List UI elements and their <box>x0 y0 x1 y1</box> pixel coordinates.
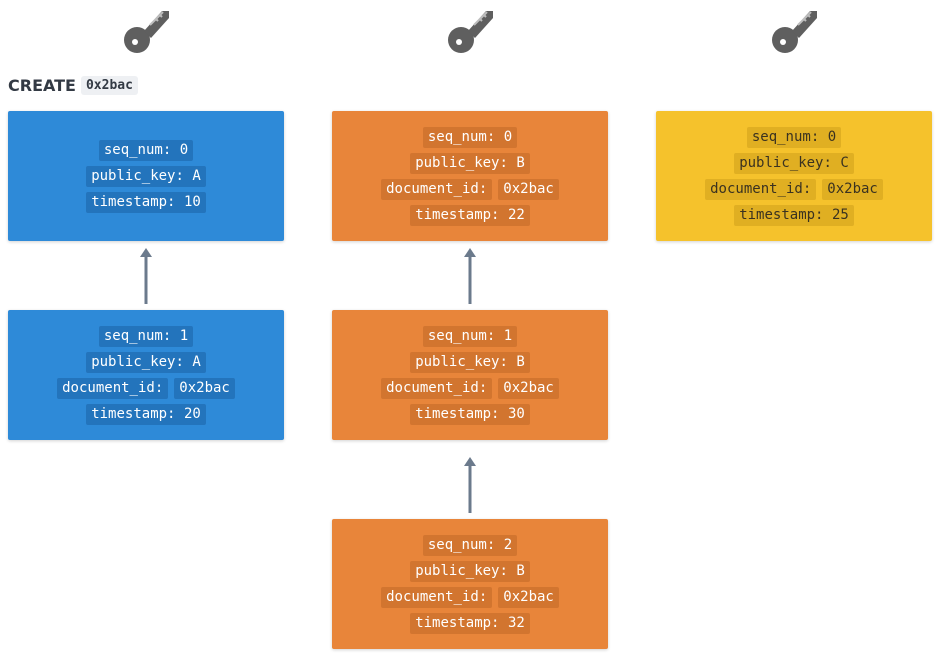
entry-card-a-1: seq_num: 1 public_key: A document_id: 0x… <box>8 310 284 440</box>
document-id-value: 0x2bac <box>174 377 235 399</box>
document-id-label: document_id: <box>705 178 817 200</box>
document-id-value: 0x2bac <box>498 178 559 200</box>
seq-num-field: seq_num: 1 <box>98 325 194 347</box>
seq-num-field: seq_num: 1 <box>422 325 518 347</box>
timestamp-field: timestamp: 22 <box>410 204 530 226</box>
timestamp-field: timestamp: 25 <box>734 204 854 226</box>
timestamp-field: timestamp: 32 <box>410 612 530 634</box>
public-key-field: public_key: B <box>410 351 530 373</box>
timestamp-field: timestamp: 30 <box>410 403 530 425</box>
public-key-field: public_key: A <box>86 351 206 373</box>
entry-card-a-0: seq_num: 0 public_key: A timestamp: 10 <box>8 111 284 241</box>
link-arrow <box>464 457 476 513</box>
document-id-label: document_id: <box>57 377 169 399</box>
entry-card-c-0: seq_num: 0 public_key: C document_id: 0x… <box>656 111 932 241</box>
timestamp-field: timestamp: 10 <box>86 191 206 213</box>
link-arrow <box>464 248 476 304</box>
public-key-field: public_key: A <box>86 165 206 187</box>
seq-num-field: seq_num: 0 <box>746 126 842 148</box>
key-icon <box>124 11 169 53</box>
document-id-label: document_id: <box>381 586 493 608</box>
entry-card-b-1: seq_num: 1 public_key: B document_id: 0x… <box>332 310 608 440</box>
public-key-field: public_key: C <box>734 152 854 174</box>
public-key-field: public_key: B <box>410 152 530 174</box>
document-id-value: 0x2bac <box>498 377 559 399</box>
seq-num-field: seq_num: 0 <box>422 126 518 148</box>
timestamp-field: timestamp: 20 <box>86 403 206 425</box>
document-id-value: 0x2bac <box>822 178 883 200</box>
entry-card-b-2: seq_num: 2 public_key: B document_id: 0x… <box>332 519 608 649</box>
seq-num-field: seq_num: 2 <box>422 534 518 556</box>
entry-card-b-0: seq_num: 0 public_key: B document_id: 0x… <box>332 111 608 241</box>
document-id-value: 0x2bac <box>498 586 559 608</box>
key-icon <box>448 11 493 53</box>
public-key-field: public_key: B <box>410 560 530 582</box>
seq-num-field: seq_num: 0 <box>98 139 194 161</box>
document-id-label: document_id: <box>381 178 493 200</box>
create-label: CREATE 0x2bac <box>8 76 138 95</box>
create-document-id: 0x2bac <box>80 76 138 95</box>
document-id-label: document_id: <box>381 377 493 399</box>
create-keyword: CREATE <box>8 76 76 95</box>
key-icon <box>772 11 817 53</box>
link-arrow <box>140 248 152 304</box>
